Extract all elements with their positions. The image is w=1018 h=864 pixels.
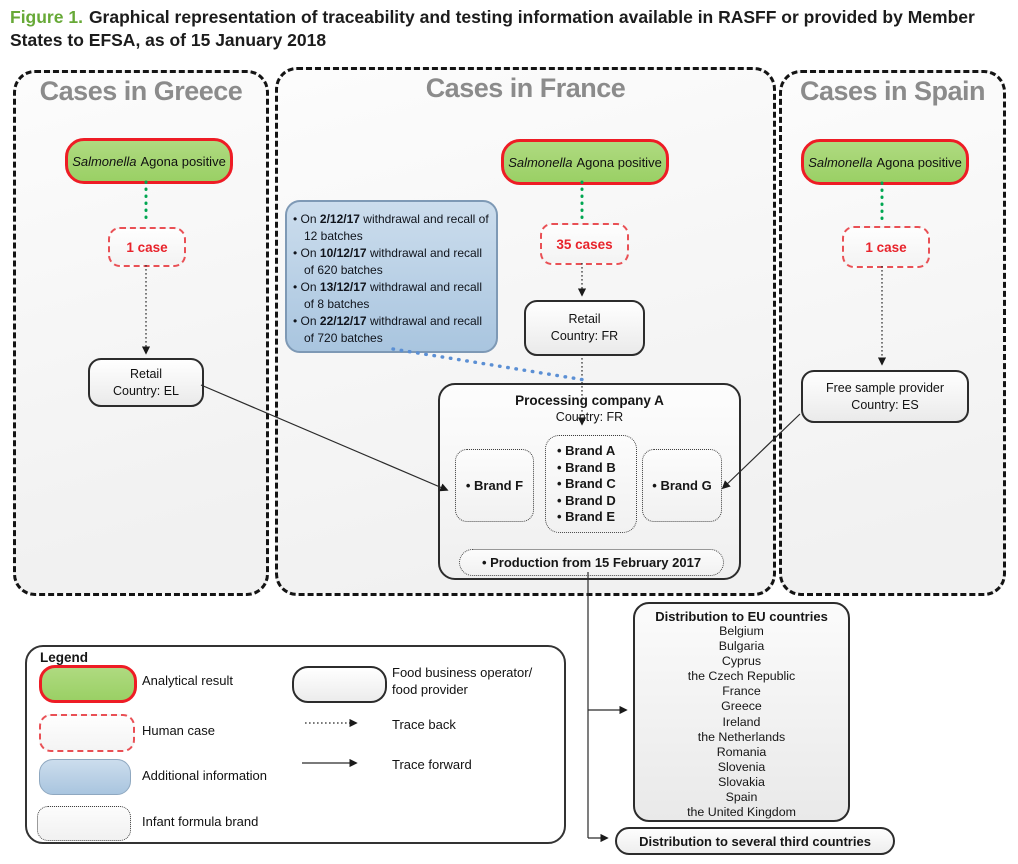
brand-e-label: Brand E bbox=[557, 509, 636, 526]
legend-human-case-label: Human case bbox=[142, 723, 215, 738]
spain-provider-line1: Free sample provider bbox=[825, 380, 945, 395]
panel-greece-title: Cases in Greece bbox=[39, 76, 243, 106]
country-item: Greece bbox=[721, 699, 762, 714]
figure-title-text: Graphical representation of traceability… bbox=[10, 7, 975, 50]
figure-caption: Figure 1.Graphical representation of tra… bbox=[10, 6, 1010, 52]
salmonella-rest: Agona positive bbox=[140, 153, 226, 169]
infant-formula-brand-swatch bbox=[37, 806, 131, 841]
country-item: Cyprus bbox=[721, 654, 762, 669]
recall-item: On 22/12/17 withdrawal and recall of 720… bbox=[293, 313, 492, 347]
processing-company-title: Processing company A bbox=[515, 393, 664, 408]
distribution-eu-node: Distribution to EU countries Belgium Bul… bbox=[633, 602, 850, 822]
country-item: Slovakia bbox=[718, 774, 765, 789]
figure-label: Figure 1. bbox=[10, 7, 83, 27]
france-retail-node: Retail Country: FR bbox=[524, 300, 645, 356]
legend-title: Legend bbox=[40, 650, 89, 665]
brand-f-node: Brand F bbox=[455, 449, 534, 522]
brand-c-label: Brand C bbox=[557, 476, 636, 493]
human-case-swatch bbox=[39, 714, 135, 752]
recall-item: On 2/12/17 withdrawal and recall of 12 b… bbox=[293, 211, 492, 245]
additional-information-swatch bbox=[39, 759, 131, 795]
greece-human-case-node: 1 case bbox=[108, 227, 186, 267]
france-human-case-node: 35 cases bbox=[540, 223, 629, 265]
distribution-eu-title: Distribution to EU countries bbox=[655, 609, 828, 624]
processing-company-country: Country: FR bbox=[555, 410, 624, 424]
salmonella-rest: Agona positive bbox=[876, 154, 962, 170]
country-item: Bulgaria bbox=[718, 639, 765, 654]
salmonella-rest: Agona positive bbox=[576, 154, 662, 170]
brand-g-node: Brand G bbox=[642, 449, 722, 522]
brand-a-label: Brand A bbox=[557, 443, 636, 460]
france-retail-line1: Retail bbox=[568, 312, 601, 327]
spain-free-sample-provider-node: Free sample provider Country: ES bbox=[801, 370, 969, 423]
spain-case-count: 1 case bbox=[865, 239, 907, 255]
production-date-node: Production from 15 February 2017 bbox=[459, 549, 724, 576]
country-item: the Netherlands bbox=[697, 729, 786, 744]
production-date-label: Production from 15 February 2017 bbox=[482, 555, 701, 570]
legend-trace-forward-label: Trace forward bbox=[392, 757, 472, 772]
brand-g-label: Brand G bbox=[652, 478, 711, 493]
country-item: Ireland bbox=[722, 714, 761, 729]
withdrawal-recall-list: On 2/12/17 withdrawal and recall of 12 b… bbox=[293, 211, 492, 347]
processing-company-node: Processing company A Country: FR Brand F… bbox=[438, 383, 741, 580]
brand-f-label: Brand F bbox=[466, 478, 523, 493]
country-item: the United Kingdom bbox=[687, 805, 796, 820]
legend-infant-brand-label: Infant formula brand bbox=[142, 814, 259, 829]
third-countries-label: Distribution to several third countries bbox=[639, 833, 871, 849]
spain-analytical-result-node: Salmonella Agona positive bbox=[801, 139, 969, 185]
country-item: Belgium bbox=[719, 624, 764, 638]
spain-provider-line2: Country: ES bbox=[851, 397, 919, 412]
salmonella-italic: Salmonella bbox=[72, 153, 137, 169]
france-additional-information-node: On 2/12/17 withdrawal and recall of 12 b… bbox=[285, 200, 498, 353]
salmonella-italic: Salmonella bbox=[508, 154, 573, 170]
legend-box: Legend Analytical result Human case Addi… bbox=[25, 645, 566, 844]
legend-trace-back-label: Trace back bbox=[392, 717, 456, 732]
brands-a-e-node: Brand A Brand B Brand C Brand D Brand E bbox=[545, 435, 637, 533]
legend-fbo-label: Food business operator/ food provider bbox=[392, 665, 533, 697]
legend-additional-info-label: Additional information bbox=[142, 768, 268, 783]
spain-human-case-node: 1 case bbox=[842, 226, 930, 268]
greece-retail-line2: Country: EL bbox=[112, 383, 179, 398]
salmonella-italic: Salmonella bbox=[808, 154, 873, 170]
analytical-result-swatch bbox=[39, 665, 137, 703]
recall-item: On 10/12/17 withdrawal and recall of 620… bbox=[293, 245, 492, 279]
greece-retail-line1: Retail bbox=[130, 366, 162, 381]
country-item: Romania bbox=[716, 744, 767, 759]
brand-d-label: Brand D bbox=[557, 493, 636, 510]
country-item: Slovenia bbox=[717, 759, 766, 774]
panel-spain-title: Cases in Spain bbox=[799, 76, 986, 106]
distribution-third-countries-node: Distribution to several third countries bbox=[615, 827, 895, 855]
recall-item: On 13/12/17 withdrawal and recall of 8 b… bbox=[293, 279, 492, 313]
greece-retail-node: Retail Country: EL bbox=[88, 358, 204, 407]
greece-analytical-result-node: Salmonella Agona positive bbox=[65, 138, 233, 184]
france-case-count: 35 cases bbox=[556, 236, 613, 252]
france-retail-line2: Country: FR bbox=[550, 329, 619, 343]
legend-analytical-label: Analytical result bbox=[142, 673, 234, 688]
brand-b-label: Brand B bbox=[557, 460, 636, 477]
country-item: France bbox=[722, 684, 761, 699]
food-business-operator-swatch bbox=[292, 666, 387, 703]
panel-france-title: Cases in France bbox=[425, 73, 626, 103]
country-item: the Czech Republic bbox=[687, 669, 796, 684]
greece-case-count: 1 case bbox=[126, 239, 168, 255]
country-item: Spain bbox=[725, 790, 758, 805]
france-analytical-result-node: Salmonella Agona positive bbox=[501, 139, 669, 185]
